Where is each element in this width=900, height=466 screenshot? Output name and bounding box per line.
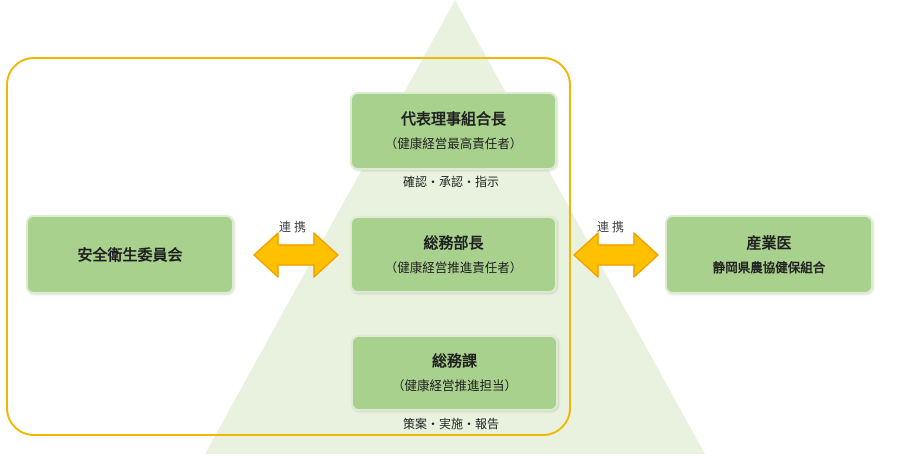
right-double-arrow xyxy=(573,232,659,278)
physician-title: 産業医 xyxy=(746,233,792,252)
manager-subtitle: （健康経営推進責任者） xyxy=(384,259,523,275)
ceo-title: 代表理事組合長 xyxy=(400,110,506,128)
section-subtitle: （健康経営推進担当） xyxy=(391,378,517,393)
safety-health-committee-box: 安全衛生委員会 xyxy=(26,215,234,294)
manager-title: 総務部長 xyxy=(423,233,484,252)
approval-note: 確認・承認・指示 xyxy=(403,175,500,189)
section-title: 総務課 xyxy=(431,352,477,370)
left-link-label: 連携 xyxy=(279,220,310,234)
industrial-physician-box: 産業医 静岡県農協健保組合 xyxy=(665,215,873,294)
organization-frame xyxy=(6,57,571,436)
right-link-label: 連携 xyxy=(597,220,628,234)
general-affairs-section-box: 総務課 （健康経営推進担当） xyxy=(351,335,558,411)
committee-title: 安全衛生委員会 xyxy=(77,245,183,264)
ceo-subtitle: （健康経営最高責任者） xyxy=(384,136,523,151)
left-double-arrow xyxy=(253,232,339,278)
general-affairs-manager-box: 総務部長 （健康経営推進責任者） xyxy=(350,216,557,293)
physician-subtitle: 静岡県農協健保組合 xyxy=(712,259,826,275)
report-note: 策案・実施・報告 xyxy=(403,417,500,431)
ceo-box: 代表理事組合長 （健康経営最高責任者） xyxy=(350,92,557,170)
